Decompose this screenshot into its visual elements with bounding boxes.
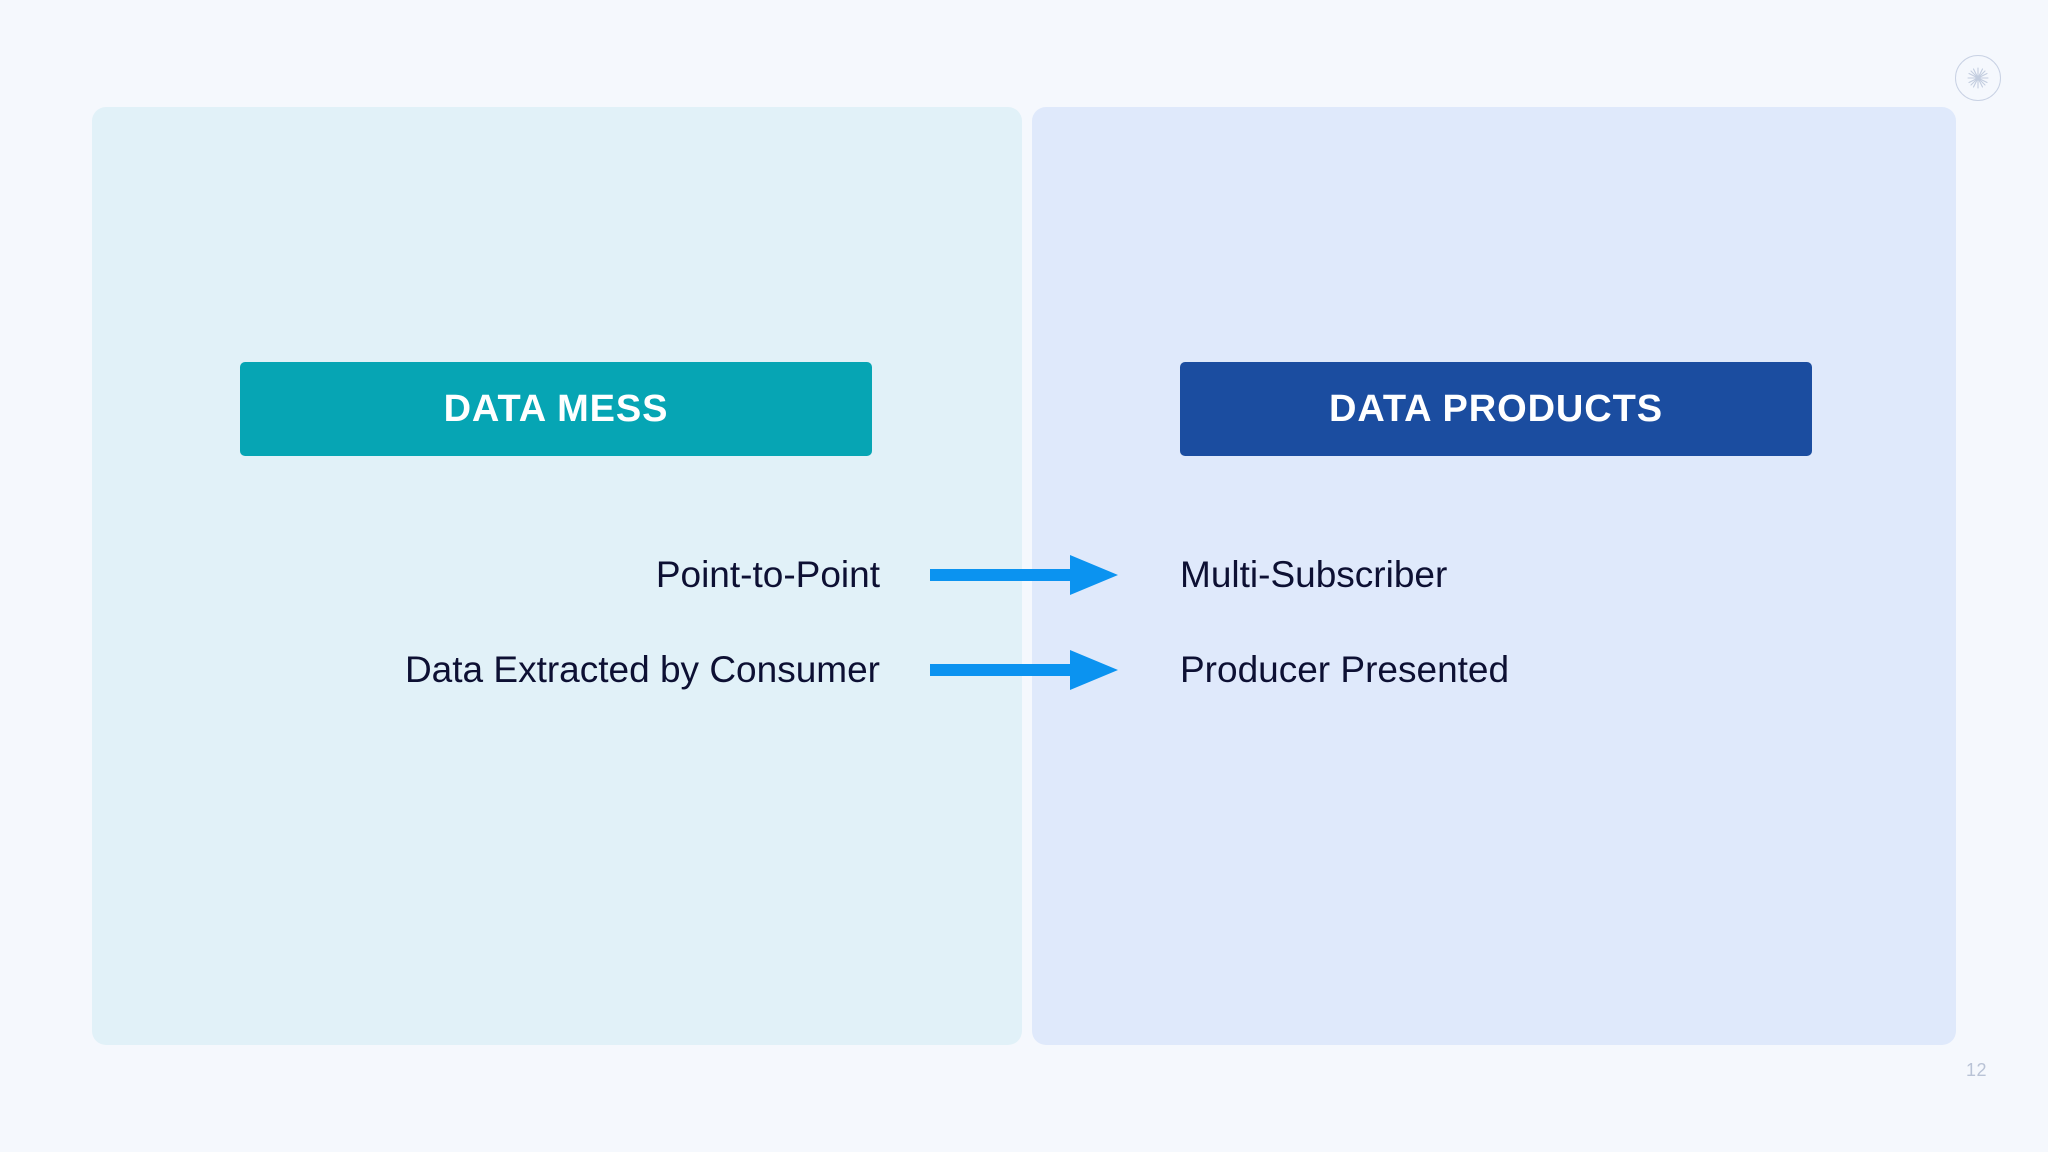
banner-data-products: DATA PRODUCTS [1180,362,1812,456]
panel-data-products [1032,107,1956,1045]
comparison-right-label: Multi-Subscriber [1180,554,1448,595]
banner-data-products-label: DATA PRODUCTS [1329,387,1663,430]
panel-data-mess [92,107,1022,1045]
comparison-left-label: Data Extracted by Consumer [404,649,880,690]
arrow-right-icon [930,648,1118,692]
comparison-row: Data Extracted by Consumer Producer Pres… [0,640,2048,700]
comparison-row: Point-to-Point Multi-Subscriber [0,545,2048,605]
banner-data-mess: DATA MESS [240,362,872,456]
starburst-circle-icon [1955,55,2001,101]
arrow-right-icon [930,553,1118,597]
comparison-left-label: Point-to-Point [655,554,880,595]
page-number: 12 [1966,1060,1988,1080]
banner-data-mess-label: DATA MESS [443,387,669,430]
comparison-right-label: Producer Presented [1180,649,1510,690]
